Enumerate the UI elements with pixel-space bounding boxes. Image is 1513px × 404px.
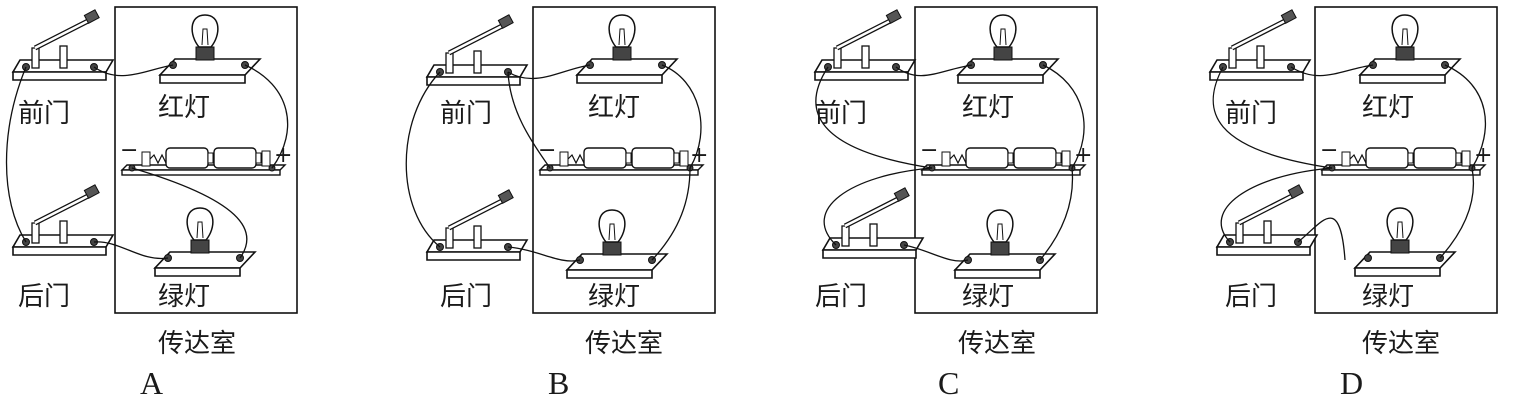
back-switch (823, 188, 923, 258)
minus-sign: − (1320, 138, 1338, 163)
battery-holder (1321, 147, 1486, 176)
back-door-label: 后门 (815, 282, 867, 312)
option-letter: C (938, 365, 959, 401)
front-door-label: 前门 (815, 99, 867, 129)
battery-holder (121, 147, 286, 176)
plus-sign: + (274, 143, 292, 168)
plus-sign: + (690, 143, 708, 168)
back-switch (427, 190, 527, 260)
red-light-label: 红灯 (588, 93, 640, 123)
back-door-label: 后门 (18, 282, 70, 312)
option-letter: B (548, 365, 569, 401)
plus-sign: + (1074, 143, 1092, 168)
front-door-label: 前门 (440, 99, 492, 129)
wires (815, 64, 1085, 262)
room-box (914, 6, 1098, 314)
minus-sign: − (920, 138, 938, 163)
room-label: 传达室 (585, 329, 663, 359)
red-light-bulb (576, 14, 678, 84)
battery-holder (539, 147, 704, 176)
green-light-label: 绿灯 (1362, 282, 1414, 312)
red-light-label: 红灯 (962, 93, 1014, 123)
wires (1212, 64, 1486, 261)
back-door-label: 后门 (440, 282, 492, 312)
wires (5, 64, 289, 260)
green-light-bulb (1354, 207, 1456, 277)
front-door-label: 前门 (1225, 99, 1277, 129)
red-light-label: 红灯 (1362, 93, 1414, 123)
red-light-bulb (1359, 14, 1461, 84)
panel-d: 前门 后门 红灯 绿灯 − + 传达室 D (1210, 6, 1498, 401)
option-letter: D (1340, 365, 1363, 401)
green-light-label: 绿灯 (962, 282, 1014, 312)
green-light-label: 绿灯 (588, 282, 640, 312)
red-light-label: 红灯 (158, 93, 210, 123)
room-box (532, 6, 716, 314)
minus-sign: − (538, 138, 556, 163)
red-light-bulb (957, 14, 1059, 84)
back-switch (1217, 185, 1317, 255)
room-box (1314, 6, 1498, 314)
battery-holder (921, 147, 1086, 176)
wires (405, 64, 702, 262)
panel-c: 前门 后门 红灯 绿灯 − + 传达室 C (815, 6, 1098, 401)
panel-a: 前门 后门 红灯 绿灯 − + 传达室 A (5, 6, 298, 401)
room-box (114, 6, 298, 314)
green-light-bulb (954, 209, 1056, 279)
plus-sign: + (1474, 143, 1492, 168)
room-label: 传达室 (958, 329, 1036, 359)
green-light-bulb (566, 209, 668, 279)
front-door-label: 前门 (18, 99, 70, 129)
room-label: 传达室 (158, 329, 236, 359)
back-switch (13, 185, 113, 255)
back-door-label: 后门 (1225, 282, 1277, 312)
green-light-label: 绿灯 (158, 282, 210, 312)
option-letter: A (140, 365, 163, 401)
room-label: 传达室 (1362, 329, 1440, 359)
red-light-bulb (159, 14, 261, 84)
minus-sign: − (120, 138, 138, 163)
panel-b: 前门 后门 红灯 绿灯 − + 传达室 B (405, 6, 716, 401)
green-light-bulb (154, 207, 256, 277)
